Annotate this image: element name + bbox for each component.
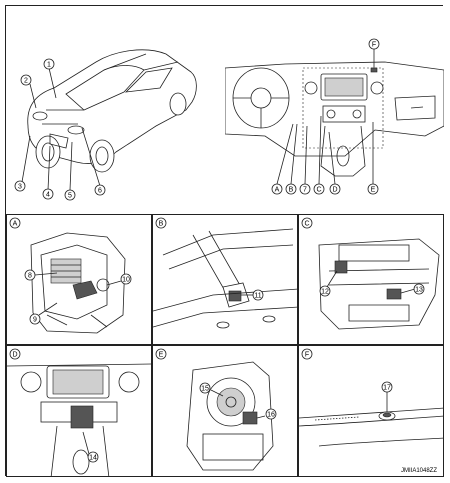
callout-6: 6 xyxy=(94,184,106,196)
vehicle-drawing: 1 2 3 4 5 6 xyxy=(14,49,197,201)
svg-text:11: 11 xyxy=(254,293,261,300)
svg-text:17: 17 xyxy=(383,385,391,392)
callout-2: 2 xyxy=(20,74,32,86)
panel-c-label: C xyxy=(301,217,313,229)
svg-text:6: 6 xyxy=(98,188,102,195)
callout-F: F xyxy=(368,38,380,50)
callout-16: 16 xyxy=(265,408,277,420)
svg-text:3: 3 xyxy=(18,184,22,191)
panel-a-label: A xyxy=(9,217,21,229)
svg-text:B: B xyxy=(159,221,164,228)
svg-text:16: 16 xyxy=(267,412,275,419)
callout-12: 12 xyxy=(319,285,331,297)
svg-text:E: E xyxy=(159,352,164,359)
svg-text:2: 2 xyxy=(24,78,28,85)
callout-10: 10 xyxy=(120,273,132,285)
panel-f-drawing: F 17 xyxy=(299,348,443,447)
svg-text:B: B xyxy=(289,187,294,194)
callout-8: 8 xyxy=(24,269,36,281)
callout-B: B xyxy=(285,183,297,195)
svg-text:9: 9 xyxy=(33,317,37,324)
panel-f-label: F xyxy=(301,348,313,360)
svg-text:C: C xyxy=(304,221,309,228)
panel-e-label: E xyxy=(155,348,167,360)
svg-text:E: E xyxy=(371,187,376,194)
svg-text:4: 4 xyxy=(46,192,50,199)
svg-text:14: 14 xyxy=(89,455,97,462)
callout-1: 1 xyxy=(43,58,55,70)
callout-E: E xyxy=(367,183,379,195)
svg-text:A: A xyxy=(275,187,280,194)
svg-text:F: F xyxy=(372,42,376,49)
panel-b-label: B xyxy=(155,217,167,229)
callout-17: 17 xyxy=(381,381,393,393)
svg-text:5: 5 xyxy=(68,193,72,200)
dashboard-drawing: F A B 7 C D E xyxy=(225,38,444,195)
callout-11: 11 xyxy=(252,289,264,301)
panel-c-drawing: C 12 13 xyxy=(301,217,440,330)
svg-text:12: 12 xyxy=(321,289,329,296)
callout-A: A xyxy=(271,183,283,195)
callout-9: 9 xyxy=(29,313,41,325)
diagram-frame: 1 2 3 4 5 6 xyxy=(5,5,444,477)
panel-a-drawing: A 8 9 10 xyxy=(9,217,132,334)
dashboard-overview-panel: F A B 7 C D E xyxy=(225,6,444,214)
panel-e-drawing: E 15 16 xyxy=(155,348,277,471)
vehicle-overview-panel: 1 2 3 4 5 6 xyxy=(6,6,225,214)
svg-text:8: 8 xyxy=(28,273,32,280)
callout-13: 13 xyxy=(413,283,425,295)
svg-text:15: 15 xyxy=(201,386,209,393)
callout-14: 14 xyxy=(87,451,99,463)
svg-text:A: A xyxy=(13,221,18,228)
callout-C: C xyxy=(313,183,325,195)
detail-panel-e: E 15 16 xyxy=(152,345,298,477)
panel-d-label: D xyxy=(9,348,21,360)
panel-b-drawing: B 11 xyxy=(153,217,297,329)
detail-panel-a: A 8 9 10 xyxy=(6,214,152,345)
svg-text:10: 10 xyxy=(122,277,130,284)
detail-panel-b: B 11 xyxy=(152,214,298,345)
callout-3: 3 xyxy=(14,180,26,192)
svg-text:C: C xyxy=(316,187,321,194)
callout-4: 4 xyxy=(42,188,54,200)
callout-15: 15 xyxy=(199,382,211,394)
callout-D: D xyxy=(329,183,341,195)
svg-text:D: D xyxy=(12,352,17,359)
svg-text:13: 13 xyxy=(415,287,423,294)
callout-5: 5 xyxy=(64,189,76,201)
detail-panel-c: C 12 13 xyxy=(298,214,444,345)
svg-text:1: 1 xyxy=(47,62,51,69)
svg-text:D: D xyxy=(332,187,337,194)
svg-text:7: 7 xyxy=(303,187,307,194)
callout-7: 7 xyxy=(299,183,311,195)
panel-d-drawing: D 14 xyxy=(7,348,151,476)
detail-panel-d: D 14 xyxy=(6,345,152,477)
detail-panel-f: F 17 JMIIA1048ZZ xyxy=(298,345,444,477)
svg-text:F: F xyxy=(305,352,309,359)
drawing-code: JMIIA1048ZZ xyxy=(400,468,437,474)
